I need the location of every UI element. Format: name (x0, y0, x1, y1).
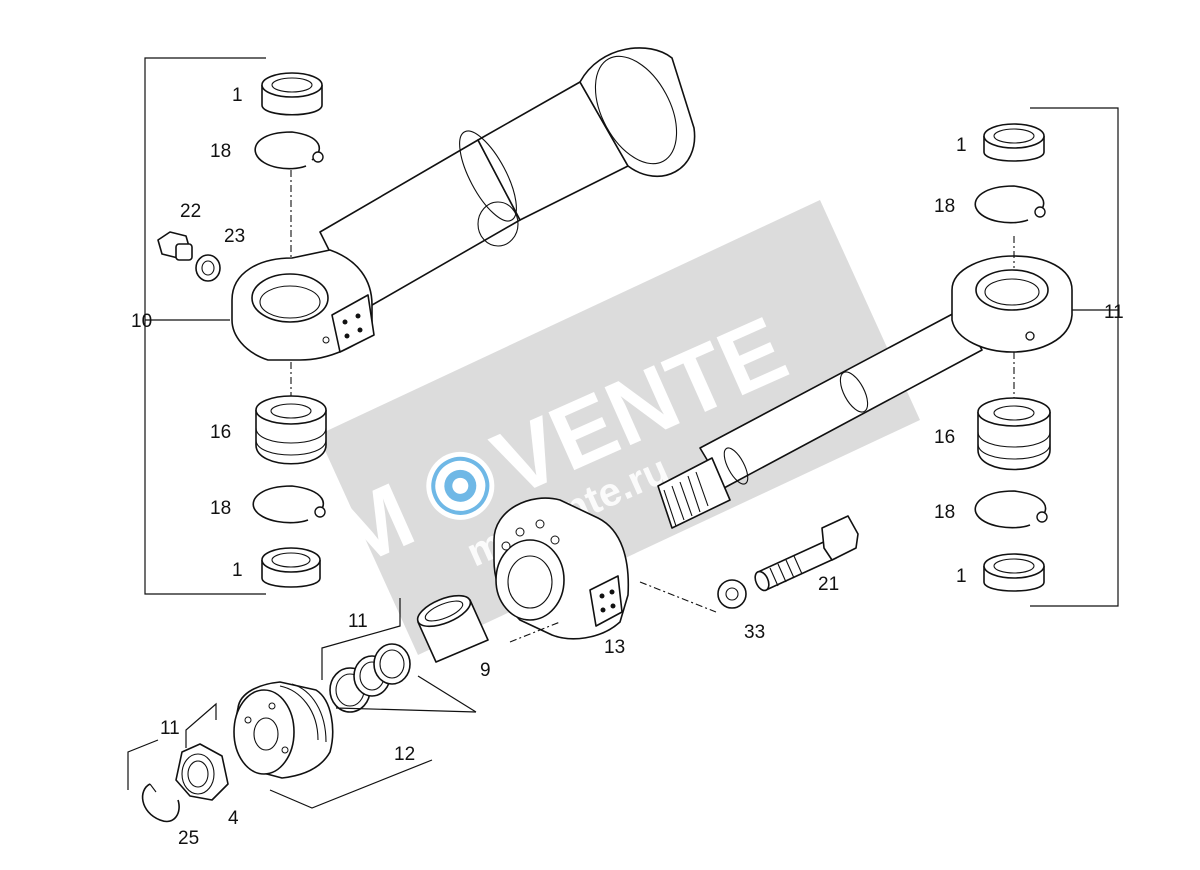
label-11-nut: 11 (160, 718, 180, 739)
piston-rod (657, 255, 1073, 529)
label-21: 21 (818, 574, 839, 595)
seal-right (977, 397, 1051, 471)
label-1-top-left: 1 (232, 85, 243, 106)
label-1-bottom-left: 1 (232, 560, 243, 581)
ring-set (329, 643, 411, 713)
label-18-bottom-right: 18 (934, 502, 955, 523)
bushing-top-left (261, 72, 323, 116)
label-13: 13 (604, 637, 625, 658)
label-18-bottom-left: 18 (210, 498, 231, 519)
label-23: 23 (224, 226, 245, 247)
grease-fitting (157, 231, 193, 261)
label-10: 10 (131, 311, 152, 332)
washer (717, 579, 747, 609)
snap-ring-top-left (254, 131, 324, 170)
label-11-piston: 11 (348, 611, 368, 632)
label-25: 25 (178, 828, 199, 849)
label-18-top-left: 18 (210, 141, 231, 162)
piston (233, 681, 334, 779)
label-16-right: 16 (934, 427, 955, 448)
circlip (141, 783, 180, 823)
watermark-band (318, 200, 920, 655)
snap-ring-bottom-right (974, 490, 1048, 529)
sleeve (416, 594, 489, 663)
label-16-left: 16 (210, 422, 231, 443)
label-33: 33 (744, 622, 765, 643)
seal-left (255, 395, 327, 465)
bolt (754, 515, 859, 592)
label-1-top-right: 1 (956, 135, 967, 156)
bushing-top-right (983, 123, 1045, 162)
watermark: M VENTE movente.ru (317, 200, 920, 655)
label-12: 12 (394, 744, 415, 765)
bushing-bottom-right (983, 553, 1045, 592)
label-4: 4 (228, 808, 239, 829)
label-11-right: 11 (1104, 302, 1124, 323)
bushing-bottom-left (261, 547, 321, 588)
cylinder-barrel (231, 47, 696, 361)
snap-ring-bottom-left (252, 485, 326, 524)
label-22: 22 (180, 201, 201, 222)
piston-head (493, 497, 630, 640)
nut (175, 743, 229, 801)
label-9: 9 (480, 660, 491, 681)
sealing-washer (195, 254, 221, 282)
watermark-lens-icon (426, 451, 495, 520)
label-1-bottom-right: 1 (956, 566, 967, 587)
snap-ring-top-right (974, 185, 1046, 224)
label-18-top-right: 18 (934, 196, 955, 217)
